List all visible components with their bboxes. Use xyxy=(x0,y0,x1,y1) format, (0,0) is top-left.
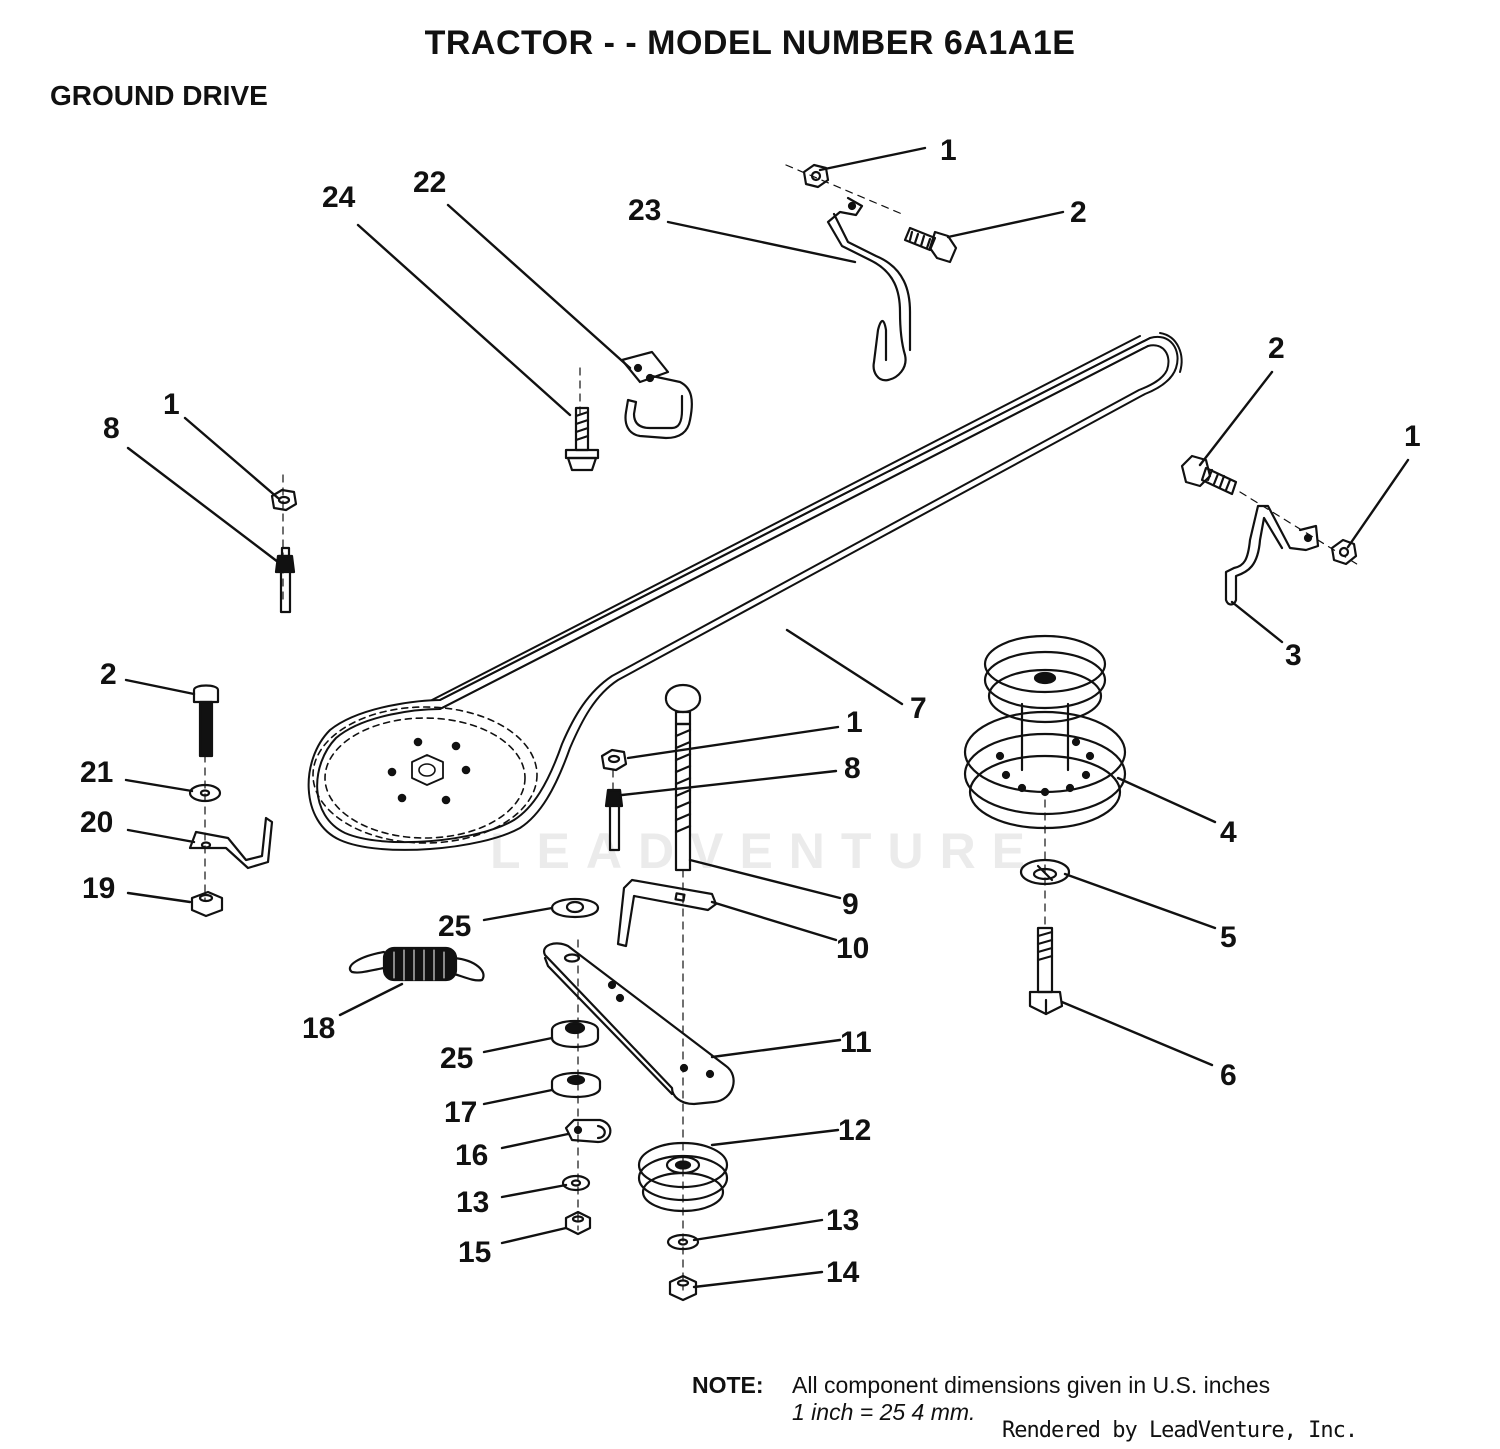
section-title: GROUND DRIVE xyxy=(50,80,268,111)
callout-12: 12 xyxy=(838,1114,871,1147)
page-title: TRACTOR - - MODEL NUMBER 6A1A1E xyxy=(424,24,1076,62)
callout-1: 1 xyxy=(846,706,863,739)
idler-pulley-12 xyxy=(637,1141,729,1213)
callout-24: 24 xyxy=(322,181,356,214)
hex-bolt-6 xyxy=(1028,926,1064,1016)
bolt-2a xyxy=(903,226,958,264)
callout-9: 9 xyxy=(842,888,859,921)
spring-18 xyxy=(348,946,485,982)
callout-17: 17 xyxy=(444,1096,477,1129)
idler-arm-11 xyxy=(542,942,735,1106)
callout-25: 25 xyxy=(440,1042,473,1075)
nut-15 xyxy=(564,1210,592,1236)
note-line-2: 1 inch = 25 4 mm. xyxy=(792,1399,976,1425)
stud-8b xyxy=(604,788,624,852)
callout-6: 6 xyxy=(1220,1059,1237,1092)
callout-11: 11 xyxy=(840,1026,872,1059)
callout-25: 25 xyxy=(438,910,471,943)
callout-13: 13 xyxy=(456,1186,489,1219)
callout-21: 21 xyxy=(80,756,113,789)
callout-2: 2 xyxy=(1268,332,1285,365)
callout-15: 15 xyxy=(458,1236,491,1269)
callout-3: 3 xyxy=(1285,639,1302,672)
carriage-bolt-9 xyxy=(664,684,702,872)
callout-19: 19 xyxy=(82,872,115,905)
callout-23: 23 xyxy=(628,194,661,227)
callout-2: 2 xyxy=(100,658,117,691)
watermark-text: LEADVENTURE xyxy=(490,823,1042,879)
drive-belt xyxy=(307,332,1183,851)
screw-24 xyxy=(564,406,600,472)
lock-nut-19 xyxy=(190,890,224,918)
callout-18: 18 xyxy=(302,1012,335,1045)
callout-7: 7 xyxy=(910,692,927,725)
bushing-25a xyxy=(550,898,600,918)
nut-14 xyxy=(668,1274,698,1302)
hex-nut-1a xyxy=(802,163,830,189)
belt-guide-upper xyxy=(826,196,912,382)
callout-16: 16 xyxy=(455,1139,488,1172)
lock-washer-5 xyxy=(1019,858,1071,886)
bolt-2c xyxy=(192,684,220,758)
bolt-2b xyxy=(1180,454,1238,496)
note-line-1: All component dimensions given in U.S. i… xyxy=(792,1372,1271,1398)
engine-pulley-4 xyxy=(963,634,1127,830)
washer-13a xyxy=(561,1174,591,1192)
callout-10: 10 xyxy=(836,932,869,965)
callout-8: 8 xyxy=(844,752,861,785)
callout-1: 1 xyxy=(940,134,957,167)
idler-bracket-10 xyxy=(616,878,718,948)
spring-clip-16 xyxy=(564,1118,612,1144)
callout-1: 1 xyxy=(163,388,180,421)
callout-2: 2 xyxy=(1070,196,1087,229)
callout-5: 5 xyxy=(1220,921,1237,954)
callout-13: 13 xyxy=(826,1204,859,1237)
hex-nut-1c xyxy=(270,488,298,512)
callout-1: 1 xyxy=(1404,420,1421,453)
render-credit: Rendered by LeadVenture, Inc. xyxy=(1002,1418,1358,1443)
leader-lines xyxy=(124,146,1410,1289)
callout-22: 22 xyxy=(413,166,446,199)
hex-nut-1b xyxy=(1330,538,1358,566)
assembly-axes xyxy=(204,164,1361,1291)
bushing-25b xyxy=(550,1020,600,1048)
washer-17 xyxy=(550,1072,602,1098)
note-label: NOTE: xyxy=(692,1372,764,1398)
washer-21 xyxy=(188,783,222,803)
callout-labels: 1 2 23 24 22 2 1 3 1 8 2 21 20 19 18 7 1… xyxy=(80,134,1421,1289)
callout-4: 4 xyxy=(1220,816,1237,849)
callout-14: 14 xyxy=(826,1256,860,1289)
stud-8a xyxy=(274,546,296,614)
washer-13b xyxy=(666,1233,700,1251)
bracket-20 xyxy=(188,816,274,870)
belt-guide-22 xyxy=(620,350,693,440)
callout-20: 20 xyxy=(80,806,113,839)
belt-guide-right xyxy=(1224,504,1320,606)
hex-nut-1d xyxy=(600,748,628,772)
transmission-pulley xyxy=(312,706,538,844)
callout-8: 8 xyxy=(103,412,120,445)
